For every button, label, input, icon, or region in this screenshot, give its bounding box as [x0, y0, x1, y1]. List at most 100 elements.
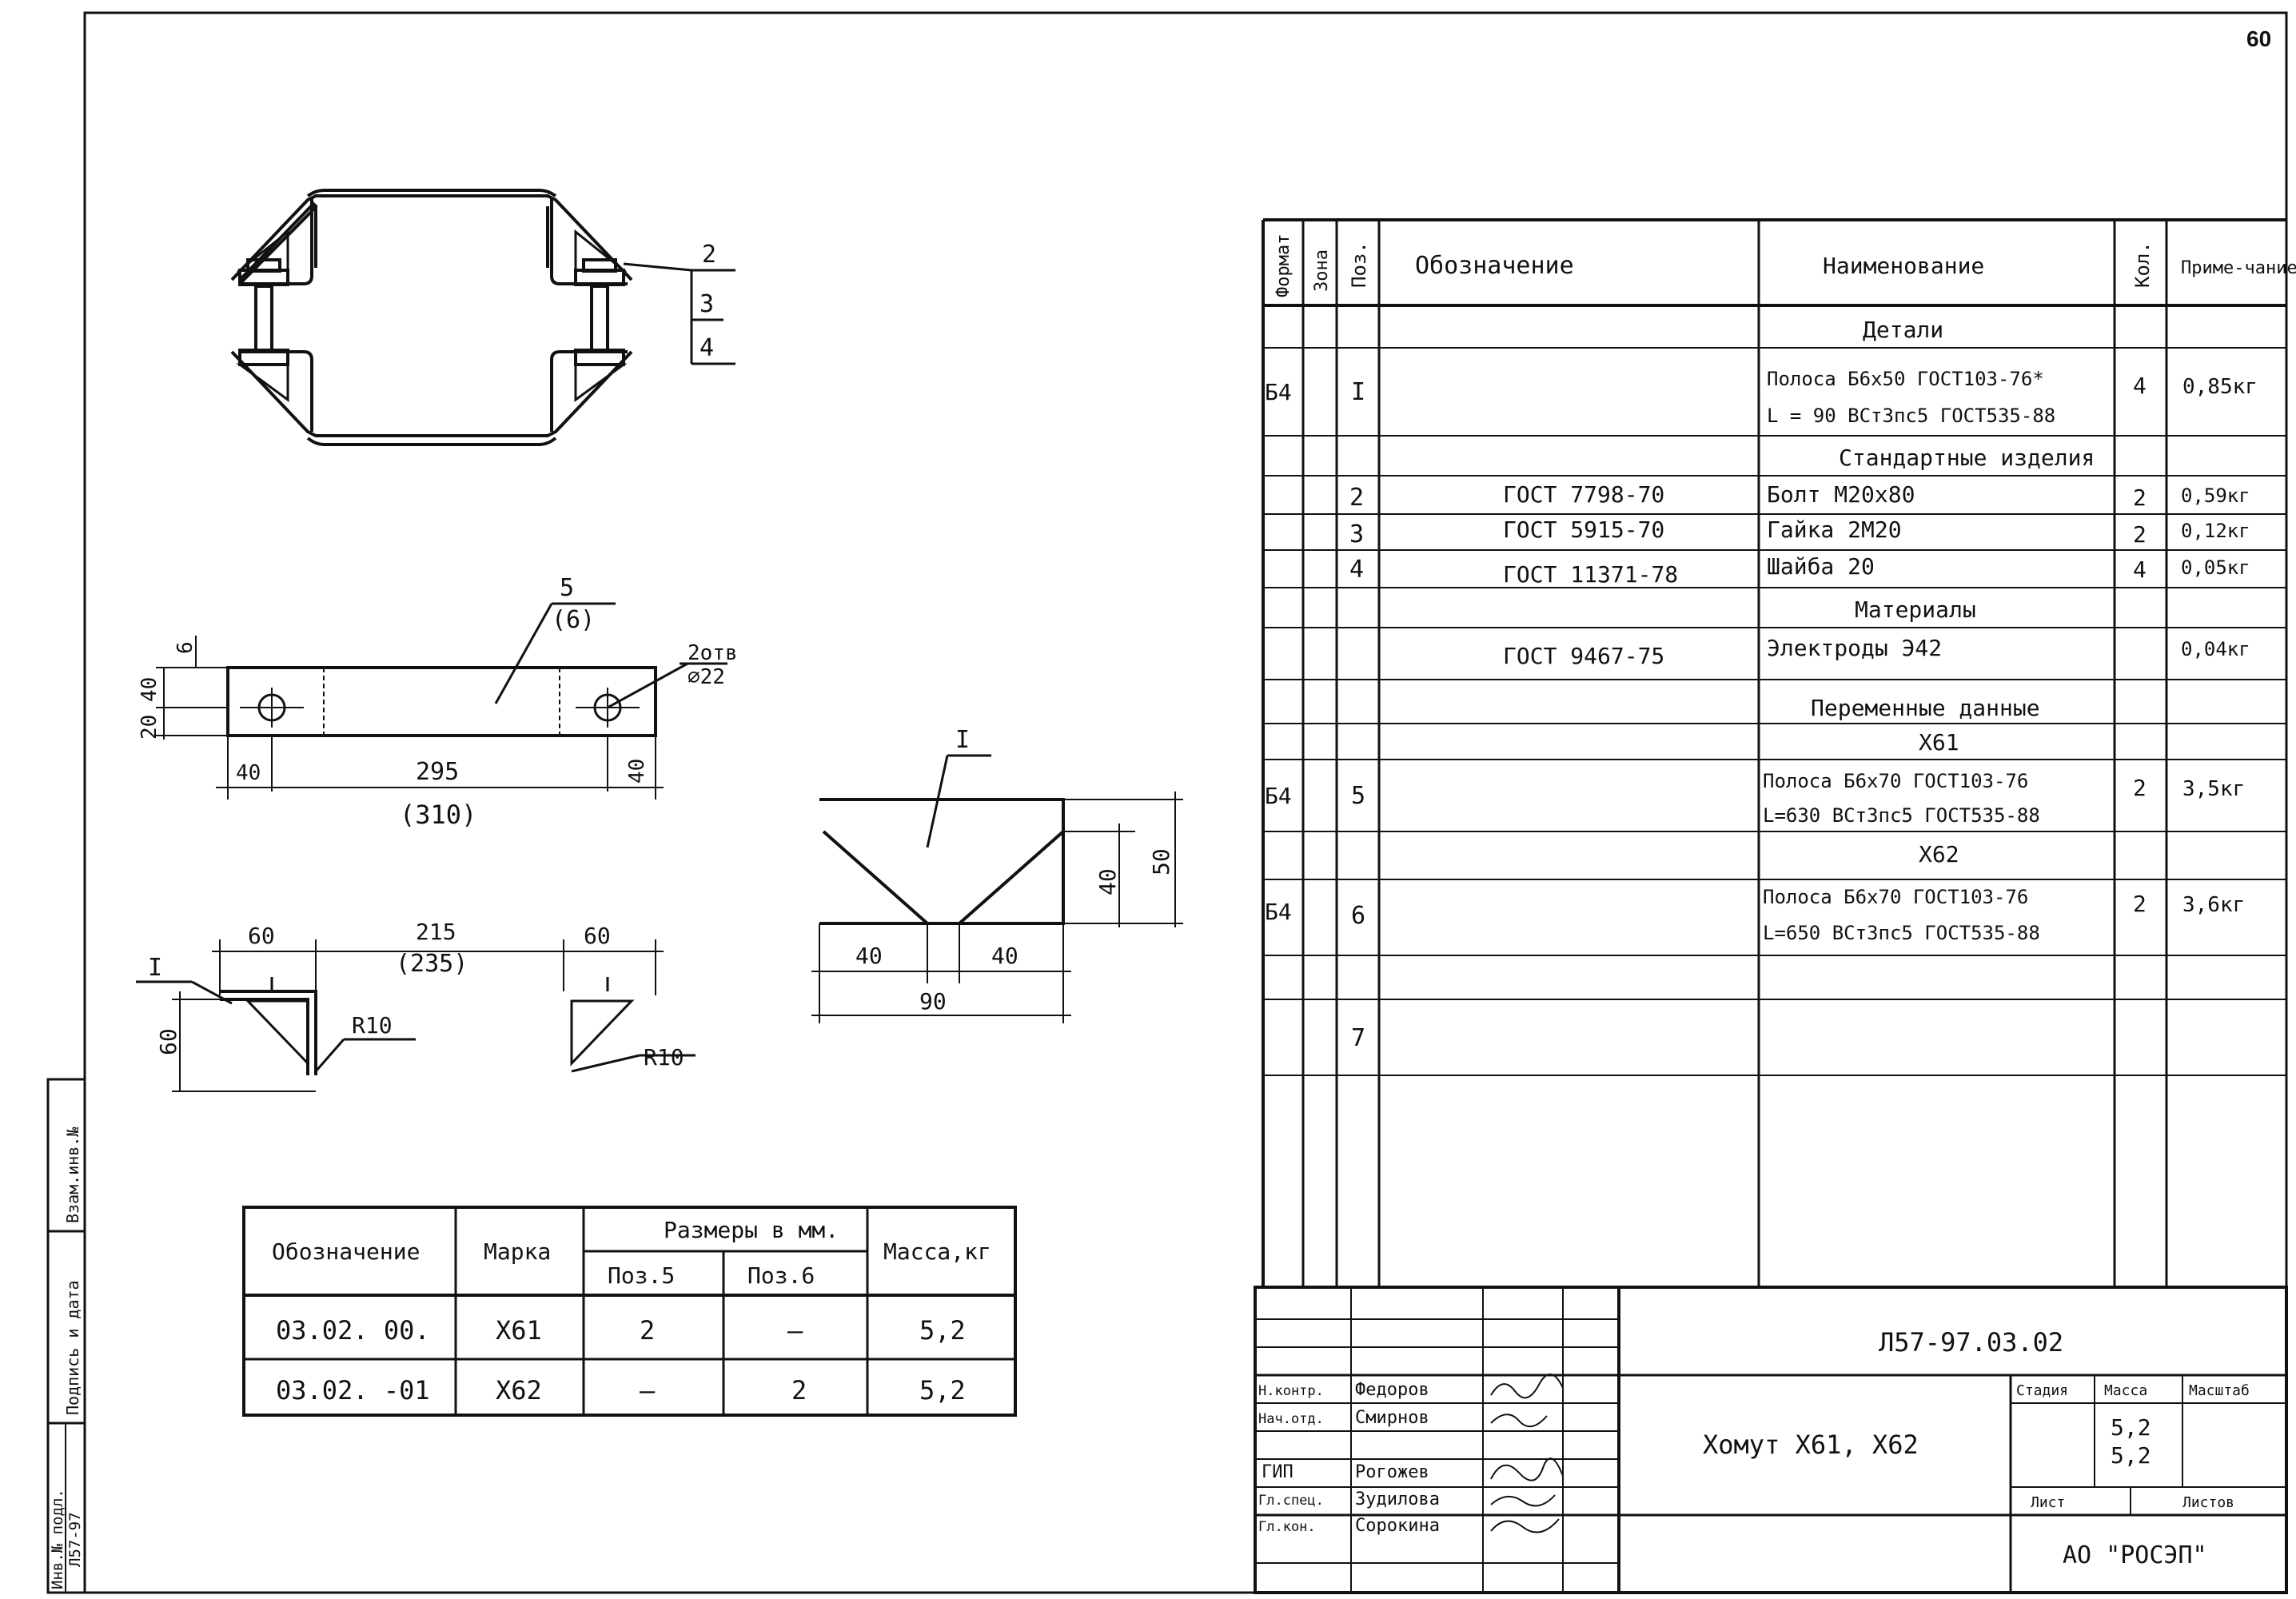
mass-h-mass: Масса,кг	[883, 1238, 991, 1265]
detail-90: 90	[919, 988, 947, 1015]
spec-r2-poz: 2	[1349, 484, 1364, 512]
person-2: Рогожев	[1355, 1462, 1429, 1482]
mass-r2-obozn: 03.02. -01	[276, 1375, 430, 1406]
label-I-detail: I	[955, 726, 970, 754]
spec-r1-fmt: Б4	[1265, 379, 1292, 405]
mass-r1-mass: 5,2	[919, 1315, 966, 1346]
role-2: ГИП	[1262, 1462, 1293, 1482]
dim-235: (235)	[396, 950, 468, 978]
spec-r5-kol: 2	[2133, 775, 2147, 801]
spec-r2-obozn: ГОСТ 7798-70	[1503, 481, 1664, 508]
title-listov: Листов	[2182, 1494, 2234, 1511]
spec-r5-name-bot: L=630 ВСт3пс5 ГОСТ535-88	[1763, 804, 2040, 827]
signature-2	[1490, 1457, 1564, 1481]
holes-dia: ⌀22	[688, 665, 725, 689]
spec-section-var: Переменные данные	[1811, 695, 2040, 721]
side-code: Л57-97	[66, 1512, 84, 1567]
spec-r3-prim: 0,12кг	[2181, 520, 2250, 542]
page-number: 60	[2246, 26, 2271, 51]
spec-r5-name-top: Полоса Б6х70 ГОСТ103-76	[1763, 770, 2028, 792]
person-0: Федоров	[1355, 1380, 1429, 1400]
spec-h-oboznach: Обозначение	[1415, 252, 1574, 280]
spec-r5-fmt: Б4	[1265, 783, 1292, 809]
signature-3	[1490, 1494, 1556, 1507]
spec-r4-obozn: ГОСТ 11371-78	[1503, 561, 1678, 588]
spec-mat-name: Электроды Э42	[1767, 635, 1942, 661]
spec-r6-kol: 2	[2133, 891, 2147, 917]
spec-r6-name-top: Полоса Б6х70 ГОСТ103-76	[1763, 886, 2028, 908]
mass-r2-p5: –	[640, 1375, 656, 1406]
title-stadiya: Стадия	[2016, 1382, 2068, 1399]
detail-40-right: 40	[991, 943, 1018, 969]
spec-table: Формат Зона Поз. Обозначение Наименовани…	[1262, 218, 2296, 1287]
callout-2: 2	[702, 241, 716, 269]
spec-section-std: Стандартные изделия	[1839, 445, 2095, 471]
dim-60-vert: 60	[155, 1028, 181, 1055]
half-clamp-view: 60 215 (235) 60 60 I R10 R10	[136, 919, 696, 1092]
callout-4: 4	[700, 334, 714, 362]
spec-r2-prim: 0,59кг	[2181, 484, 2250, 507]
title-name: Хомут Х61, Х62	[1703, 1430, 1919, 1460]
spec-h-poz: Поз.	[1348, 241, 1370, 288]
mass-h-poz6: Поз.6	[747, 1262, 815, 1289]
spec-r4-prim: 0,05кг	[2181, 556, 2250, 579]
label-R10-outer: R10	[644, 1044, 684, 1071]
title-doc-code: Л57-97.03.02	[1879, 1327, 2063, 1358]
side-podpis: Подпись и дата	[63, 1280, 82, 1415]
spec-sub-x62: Х62	[1919, 841, 1959, 867]
spec-r3-kol: 2	[2133, 521, 2147, 548]
dim-295: 295	[416, 758, 459, 786]
spec-r7-poz: 7	[1351, 1024, 1365, 1052]
detail-40-left: 40	[855, 943, 883, 969]
mass-table: Обозначение Марка Размеры в мм. Поз.5 По…	[242, 1206, 1017, 1417]
spec-r6-fmt: Б4	[1265, 899, 1292, 925]
spec-r5-poz: 5	[1351, 782, 1365, 810]
mass-h-poz5: Поз.5	[608, 1262, 675, 1289]
person-3: Зудилова	[1355, 1489, 1440, 1509]
label-5: 5	[560, 574, 574, 602]
mass-h-razm: Размеры в мм.	[664, 1217, 839, 1243]
detail-I: I 40 40 90 40 50	[811, 726, 1183, 1023]
spec-r4-kol: 4	[2133, 556, 2147, 583]
spec-h-prim: Приме-чание	[2181, 258, 2296, 278]
label-6: (6)	[552, 606, 595, 634]
role-4: Гл.кон.	[1258, 1519, 1316, 1535]
person-1: Смирнов	[1355, 1408, 1429, 1428]
title-masshtab: Масштаб	[2189, 1382, 2250, 1399]
label-R10-inner: R10	[352, 1012, 393, 1039]
dim-60-left: 60	[248, 923, 275, 949]
spec-mat-obozn: ГОСТ 9467-75	[1503, 643, 1664, 669]
spec-r2-kol: 2	[2133, 484, 2147, 511]
spec-r5-prim: 3,5кг	[2182, 777, 2245, 801]
title-block: Л57-97.03.02 Хомут Х61, Х62 Стадия Масса…	[1254, 1286, 2288, 1594]
top-callout: 2 3 4	[623, 241, 735, 365]
mass-r2-marka: Х62	[496, 1375, 542, 1406]
holes-count: 2отв	[688, 641, 738, 665]
side-inv: Инв.№ подл.	[49, 1489, 66, 1589]
spec-r3-poz: 3	[1349, 520, 1364, 548]
title-org: АО "РОСЭП"	[2063, 1541, 2207, 1569]
dim-40-vert: 40	[138, 677, 161, 702]
dim-60-right: 60	[584, 923, 611, 949]
mass-r1-obozn: 03.02. 00.	[276, 1315, 430, 1346]
label-I-left: I	[148, 954, 162, 982]
mass-h-obozn: Обозначение	[272, 1238, 420, 1265]
side-stamp: Взам.инв.№ Подпись и дата Инв.№ подл. Л5…	[46, 1078, 86, 1594]
dim-310: (310)	[400, 800, 476, 830]
spec-r1-prim: 0,85кг	[2182, 375, 2258, 399]
mass-r2-p6: 2	[791, 1375, 807, 1406]
spec-h-kol: Кол.	[2131, 241, 2154, 288]
dim-40-right: 40	[625, 759, 649, 784]
mass-r1-marka: Х61	[496, 1315, 542, 1346]
spec-r1-kol: 4	[2133, 373, 2147, 399]
person-4: Сорокина	[1355, 1516, 1440, 1536]
signature-0	[1490, 1374, 1564, 1399]
signature-1	[1490, 1414, 1548, 1428]
callout-3: 3	[700, 290, 714, 318]
spec-r1-name-top: Полоса Б6х50 ГОСТ103-76*	[1767, 368, 2044, 390]
title-massa: Масса	[2104, 1382, 2147, 1399]
clamp-top-view	[230, 189, 633, 446]
dim-20-vert: 20	[138, 715, 161, 740]
spec-h-zona: Зона	[1312, 249, 1332, 292]
